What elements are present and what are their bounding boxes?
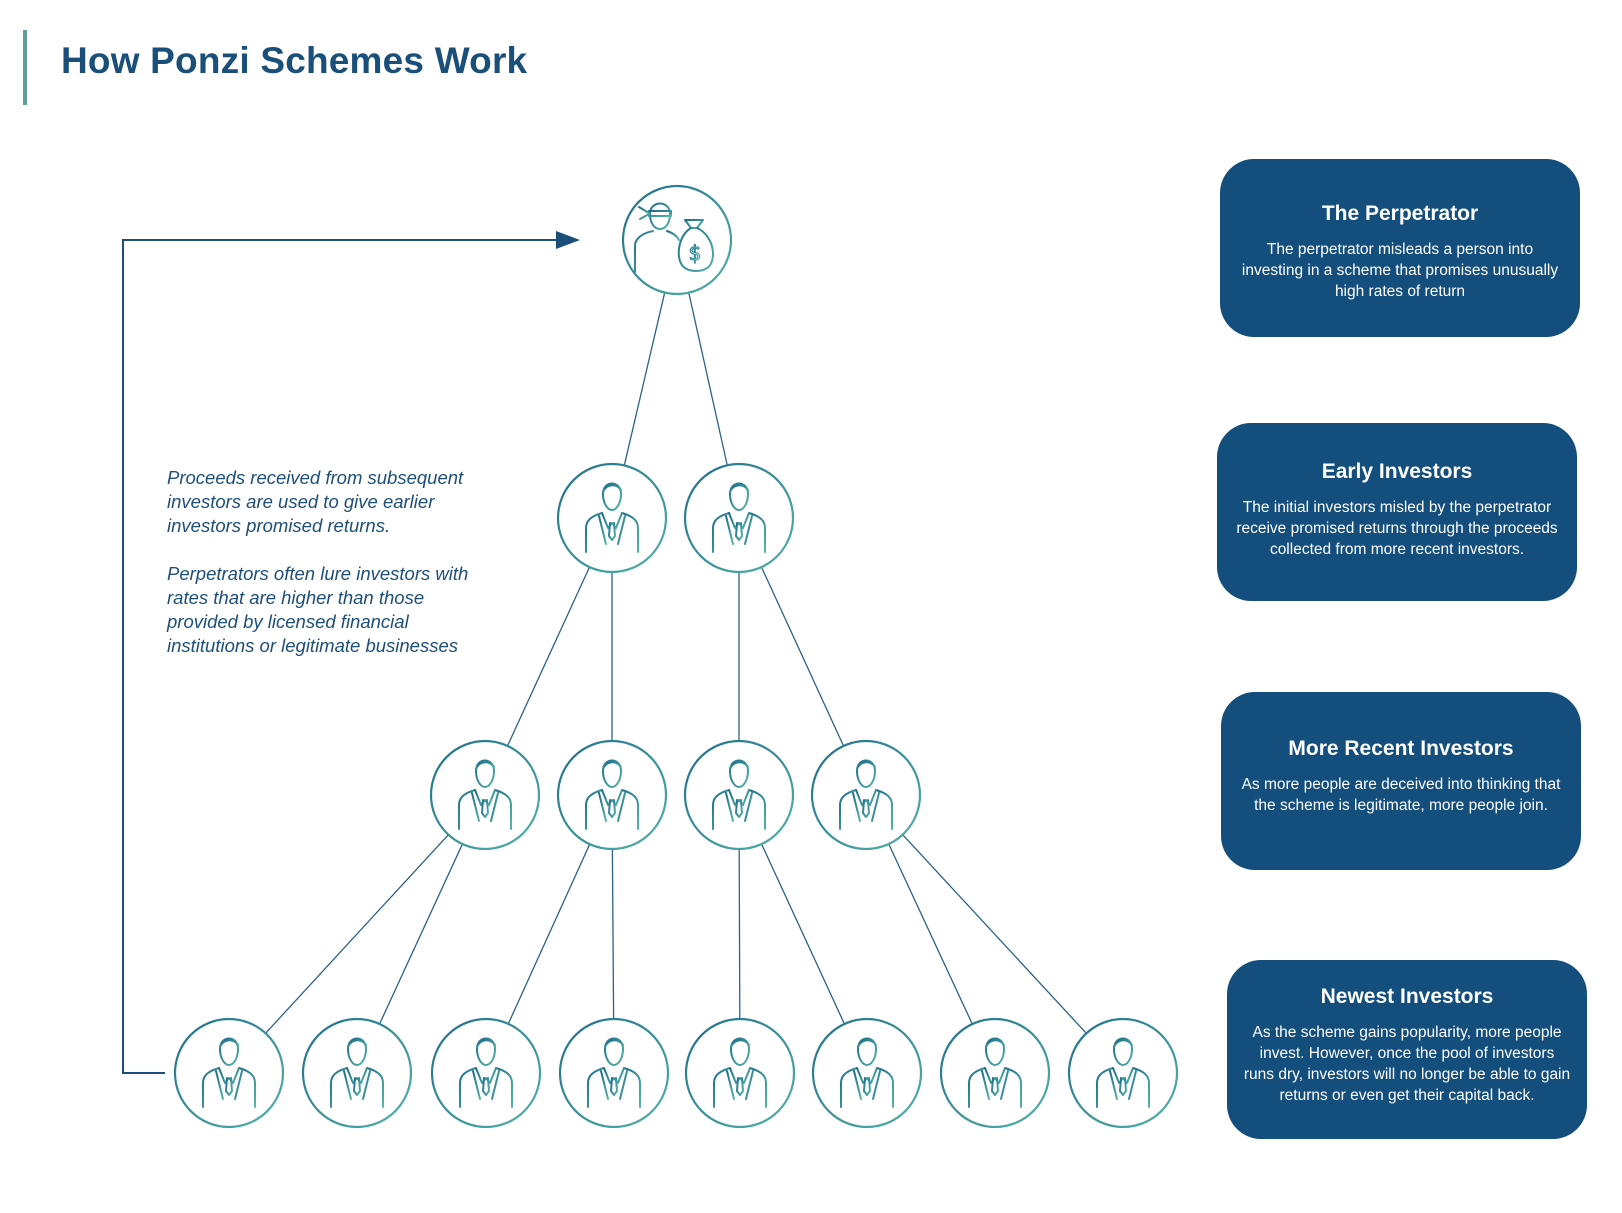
connector-line [902,834,1087,1034]
connector-line [506,566,591,747]
connector-line [738,848,741,1020]
page-title: How Ponzi Schemes Work [61,40,528,81]
svg-text:$: $ [689,241,702,265]
investor-node [430,1017,542,1129]
perpetrator-node: $ [621,184,733,296]
tier-card-description: As the scheme gains popularity, more peo… [1243,1024,1571,1104]
investor-node [429,739,541,851]
title-accent-bar [23,30,27,105]
feedback-arrow-line [122,239,560,1074]
nodes: $ [173,184,1179,1129]
connector-line [507,843,591,1025]
investor-node [1067,1017,1179,1129]
feedback-arrow-head [556,231,580,249]
tier-card-more-recent-investors: More Recent Investors As more people are… [1221,692,1581,870]
tier-card-title: The Perpetrator [1321,202,1479,225]
masked-thief-money-bag-icon: $ [634,202,714,273]
connector-line [760,566,845,747]
connector-lines [265,292,1087,1034]
investor-node [301,1017,413,1129]
connector-line [888,843,973,1025]
connector-line [688,292,728,466]
tier-card-description: The initial investors misled by the perp… [1236,499,1558,558]
tier-card-early-investors: Early Investors The initial investors mi… [1217,423,1577,601]
tier-card-description: As more people are deceived into thinkin… [1241,776,1561,814]
investor-node [811,1017,923,1129]
investor-node [939,1017,1051,1129]
tier-card-title: More Recent Investors [1288,737,1514,760]
connector-line [611,848,615,1020]
connector-line [378,843,464,1025]
investor-node [173,1017,285,1129]
note-proceeds: Proceeds received from subsequent invest… [167,467,464,536]
tier-card-newest-investors: Newest Investors As the scheme gains pop… [1227,960,1587,1139]
connector-line [623,292,666,466]
note-lure: Perpetrators often lure investors with r… [167,563,469,656]
investor-node [558,1017,670,1129]
connector-line [760,843,846,1025]
tier-card-perpetrator: The Perpetrator The perpetrator misleads… [1220,159,1580,337]
investor-node [683,462,795,574]
tier-card-title: Newest Investors [1320,985,1494,1008]
investor-node [683,739,795,851]
investor-node [556,739,668,851]
tier-card-description: The perpetrator misleads a person into i… [1241,241,1559,300]
investor-node [810,739,922,851]
connector-line [265,834,449,1034]
investor-node [556,462,668,574]
investor-node [684,1017,796,1129]
tier-card-title: Early Investors [1321,460,1473,483]
